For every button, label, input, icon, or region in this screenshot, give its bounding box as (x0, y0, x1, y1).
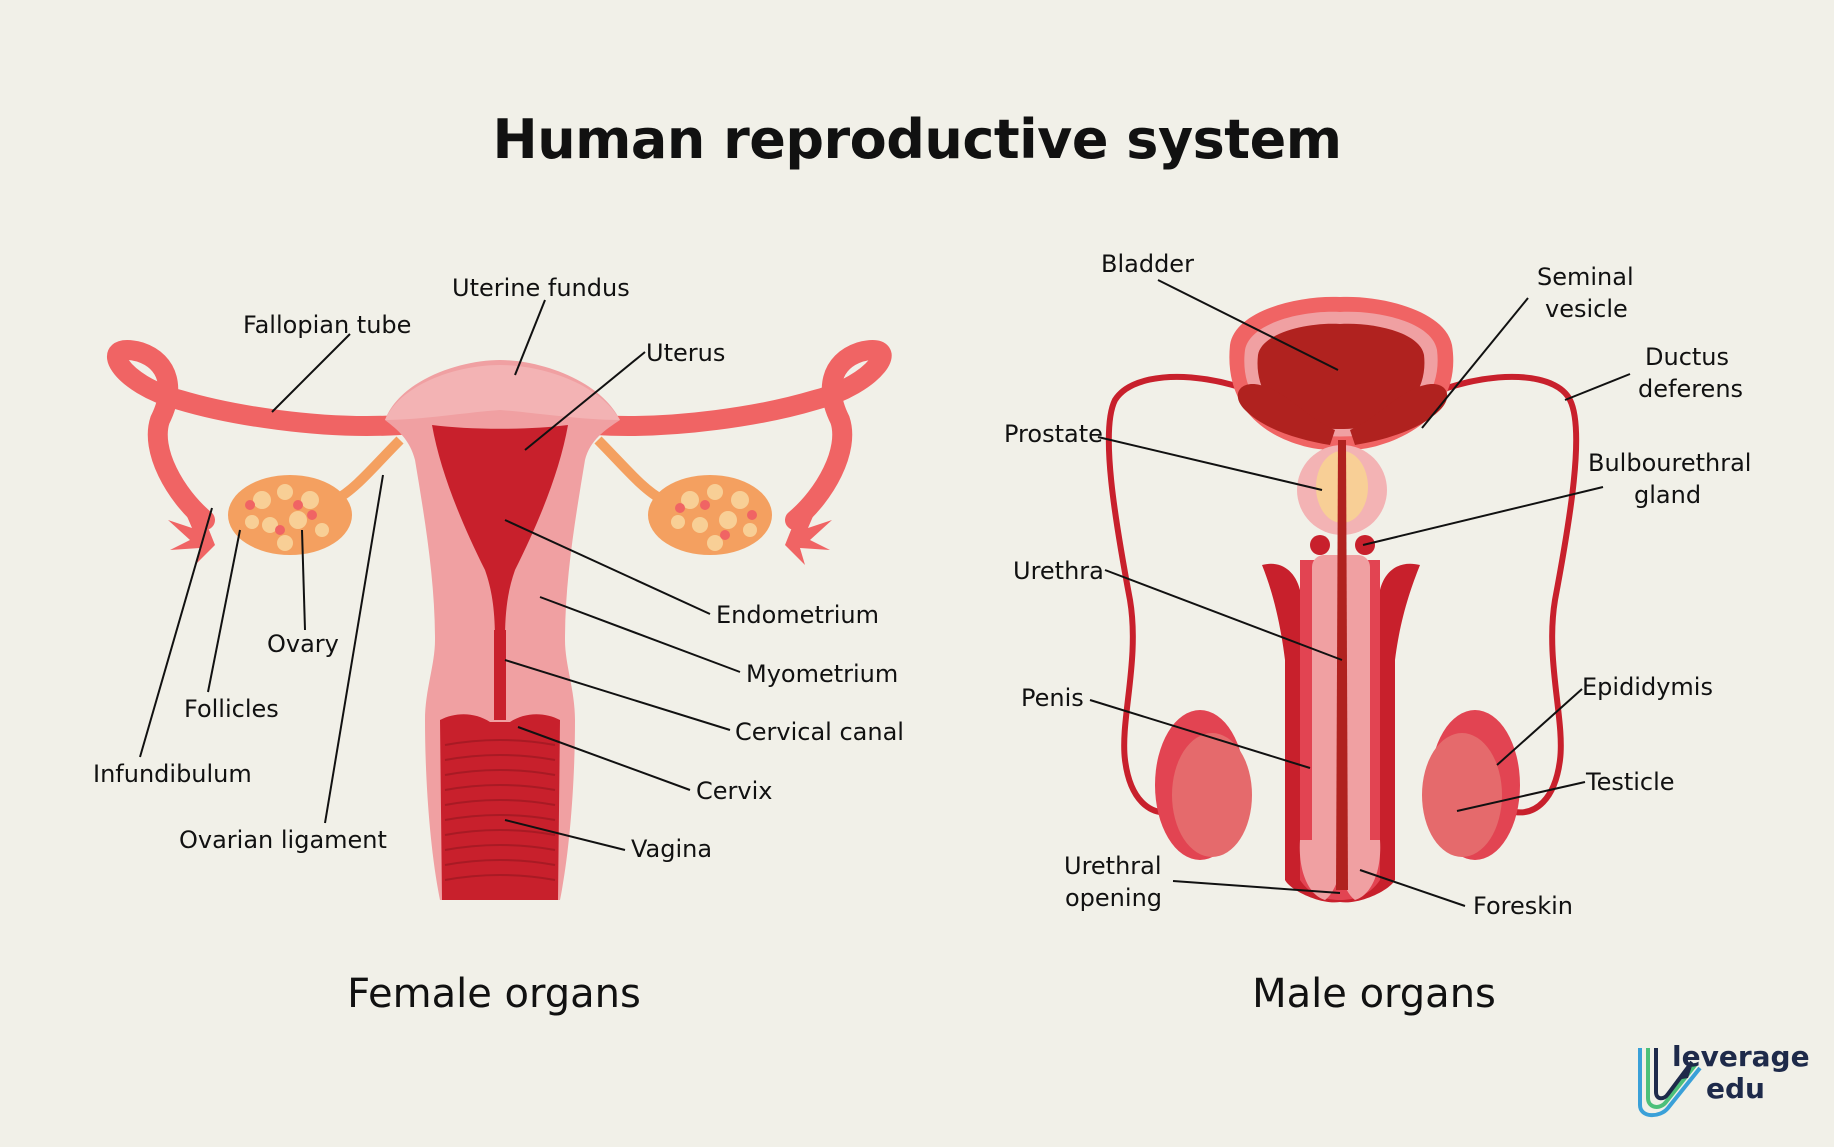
vagina-rugae (444, 739, 556, 881)
label-ductus-deferens-line1: Ductus (1645, 343, 1729, 371)
vagina-shape (440, 714, 560, 900)
left-ductus-deferens (1105, 373, 1343, 816)
label-cervical-canal: Cervical canal (735, 718, 904, 746)
rocket-icon (1676, 1066, 1692, 1080)
label-epididymis: Epididymis (1582, 673, 1713, 701)
label-ductus-deferens-line2: deferens (1638, 375, 1743, 403)
male-leader-lines (1089, 279, 1631, 907)
label-ovarian-ligament: Ovarian ligament (179, 826, 387, 854)
right-follicles (671, 484, 757, 551)
label-testicle: Testicle (1585, 768, 1675, 796)
label-seminal-vesicle-line2: vesicle (1545, 295, 1628, 323)
right-fallopian-tube (585, 340, 892, 530)
left-follicles-red (245, 500, 317, 535)
label-foreskin: Foreskin (1473, 892, 1573, 920)
label-urethra: Urethra (1013, 557, 1104, 585)
label-penis: Penis (1021, 684, 1084, 712)
female-organs-illustration (107, 340, 892, 900)
label-ovary: Ovary (267, 630, 339, 658)
logo-text-line2: edu (1706, 1072, 1765, 1105)
female-leader-lines (139, 299, 741, 851)
label-uterus: Uterus (646, 339, 725, 367)
label-vagina: Vagina (631, 835, 712, 863)
label-fallopian-tube: Fallopian tube (243, 311, 411, 339)
glans (1299, 840, 1381, 900)
right-fimbriae (785, 500, 832, 565)
left-bulbourethral-gland (1310, 535, 1330, 555)
label-urethral-opening-line1: Urethral (1064, 852, 1162, 880)
left-fallopian-tube (107, 340, 410, 530)
brand-logo: leverage edu (1630, 1038, 1810, 1128)
label-infundibulum: Infundibulum (93, 760, 252, 788)
uterine-cavity (432, 425, 568, 640)
right-follicles-red (675, 500, 757, 540)
urethra-shape (1336, 440, 1348, 890)
penis-outer (1262, 563, 1420, 903)
label-bladder: Bladder (1101, 250, 1194, 278)
label-follicles: Follicles (184, 695, 279, 723)
left-ovarian-ligament (332, 436, 404, 505)
label-seminal-vesicle-line1: Seminal (1537, 263, 1634, 291)
leverage-edu-logo-mark (1638, 1048, 1702, 1118)
label-endometrium: Endometrium (716, 601, 879, 629)
label-bulbourethral-line1: Bulbourethral (1588, 449, 1751, 477)
right-testicle (1422, 733, 1502, 857)
caption-male: Male organs (1252, 971, 1496, 1017)
label-cervix: Cervix (696, 777, 772, 805)
left-follicles (245, 484, 329, 551)
uterine-fundus-shape (385, 365, 620, 420)
male-organs-illustration (1105, 296, 1580, 903)
label-urethral-opening-line2: opening (1065, 884, 1162, 912)
left-fimbriae (168, 500, 215, 565)
right-ovarian-ligament (594, 436, 666, 505)
right-seminal-vesicle (1350, 384, 1448, 445)
right-ductus-deferens (1347, 373, 1580, 816)
caption-female: Female organs (347, 971, 641, 1017)
label-uterine-fundus: Uterine fundus (452, 274, 630, 302)
left-seminal-vesicle (1237, 384, 1335, 445)
cervical-canal-shape (494, 630, 506, 720)
label-prostate: Prostate (1004, 420, 1103, 448)
left-testicle (1172, 733, 1252, 857)
logo-text-line1: leverage (1672, 1040, 1810, 1073)
label-myometrium: Myometrium (746, 660, 898, 688)
label-bulbourethral-line2: gland (1634, 481, 1701, 509)
page-title: Human reproductive system (492, 108, 1342, 171)
